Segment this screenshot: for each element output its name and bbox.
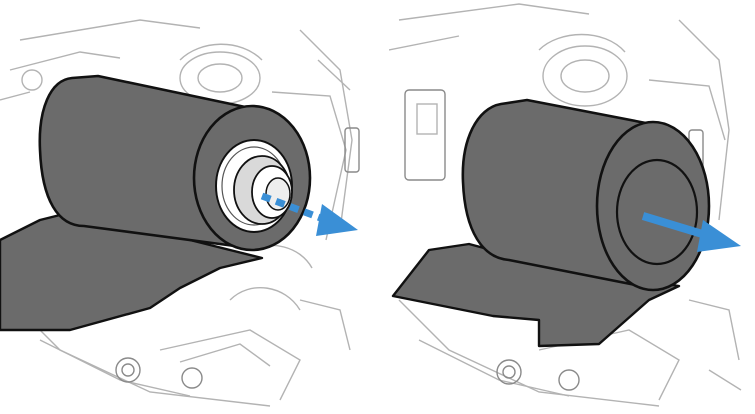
ribbon-roll-removal-illustration	[389, 3, 742, 407]
ribbon-roll-adapter-illustration	[0, 19, 360, 407]
step-1-panel	[0, 0, 366, 414]
arrow-right-dashed-icon	[260, 192, 358, 236]
arrow-right-solid-icon	[641, 212, 741, 252]
step-2-panel	[389, 0, 755, 414]
printer-mechanism-background	[389, 3, 742, 407]
roll-core-outline	[615, 158, 699, 266]
